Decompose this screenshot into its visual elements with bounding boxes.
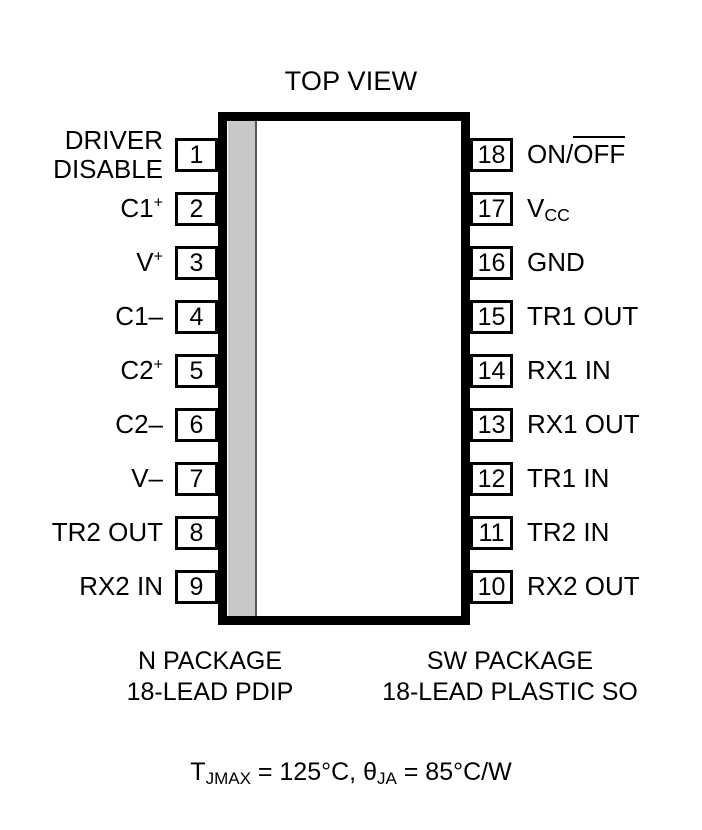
pin-box-1: 1 (175, 138, 218, 172)
package-caption-n: N PACKAGE 18-LEAD PDIP (40, 646, 380, 708)
pin-box-11: 11 (470, 516, 513, 550)
pin-box-2: 2 (175, 192, 218, 226)
pin-box-18: 18 (470, 138, 513, 172)
pin-box-10: 10 (470, 570, 513, 604)
pin-label-6: C2– (115, 409, 163, 439)
pin-label-1-line2: DISABLE (53, 154, 163, 184)
pin-label-5-superscript: + (153, 355, 163, 374)
pin-label-9: RX2 IN (79, 571, 163, 601)
pin-label-1-line1: DRIVER (64, 125, 163, 155)
pin-box-12: 12 (470, 462, 513, 496)
package-n-name: N PACKAGE (137, 647, 283, 675)
pin-box-6: 6 (175, 408, 218, 442)
pin-label-3-base: V (136, 247, 154, 277)
pin-label-5-base: C2 (120, 355, 154, 385)
pin-box-15: 15 (470, 300, 513, 334)
pin-box-14: 14 (470, 354, 513, 388)
pin-label-13: RX1 OUT (527, 409, 640, 439)
pin-label-18: ON/OFF (527, 136, 626, 169)
pin-box-13: 13 (470, 408, 513, 442)
pin-box-4: 4 (175, 300, 218, 334)
package-notch-stripe (228, 121, 257, 616)
pin-box-8: 8 (175, 516, 218, 550)
pin-label-18-prefix: ON/ (527, 139, 574, 169)
pin-label-8: TR2 OUT (51, 517, 163, 547)
pin-label-4: C1– (115, 301, 163, 331)
theta-subscript: JA (376, 768, 397, 788)
pin-label-14: RX1 IN (527, 355, 611, 385)
pin-label-12: TR1 IN (527, 463, 610, 493)
pin-label-7: V– (131, 463, 163, 493)
page-title: TOP VIEW (284, 66, 418, 96)
pin-label-18-overline: OFF (573, 136, 626, 169)
pin-box-5: 5 (175, 354, 218, 388)
pin-label-16: GND (527, 247, 585, 277)
pin-label-17-subscript: CC (544, 204, 570, 225)
pin-label-2-base: C1 (120, 193, 154, 223)
pin-label-17-base: V (527, 193, 545, 223)
pin-label-1: DRIVER DISABLE (53, 126, 163, 184)
tjmax-subscript: JMAX (205, 768, 251, 788)
pin-label-2: C1+ (120, 194, 163, 223)
package-sw-name: SW PACKAGE (426, 647, 594, 675)
pin-box-3: 3 (175, 246, 218, 280)
pin-box-16: 16 (470, 246, 513, 280)
package-body-outline (218, 112, 470, 625)
pin-label-3: V+ (136, 248, 163, 277)
package-sw-description: 18-LEAD PLASTIC SO (382, 678, 638, 706)
pin-label-17: VCC (527, 193, 570, 225)
pin-label-3-superscript: + (153, 247, 163, 266)
pin-box-17: 17 (470, 192, 513, 226)
pin-box-9: 9 (175, 570, 218, 604)
tjmax-symbol: T (190, 758, 206, 786)
pin-label-15: TR1 OUT (527, 301, 639, 331)
pin-label-2-superscript: + (153, 193, 163, 212)
pin-label-5: C2+ (120, 356, 163, 385)
theta-value: = 85°C/W (396, 758, 512, 786)
package-n-description: 18-LEAD PDIP (126, 678, 294, 706)
pin-box-7: 7 (175, 462, 218, 496)
pin-label-11: TR2 IN (527, 517, 610, 547)
package-caption-sw: SW PACKAGE 18-LEAD PLASTIC SO (330, 646, 690, 708)
pin-label-10: RX2 OUT (527, 571, 640, 601)
thermal-specification: TJMAX = 125°C, θJA = 85°C/W (0, 758, 702, 787)
theta-symbol: θ (363, 758, 377, 786)
tjmax-value: = 125°C, (250, 758, 364, 786)
